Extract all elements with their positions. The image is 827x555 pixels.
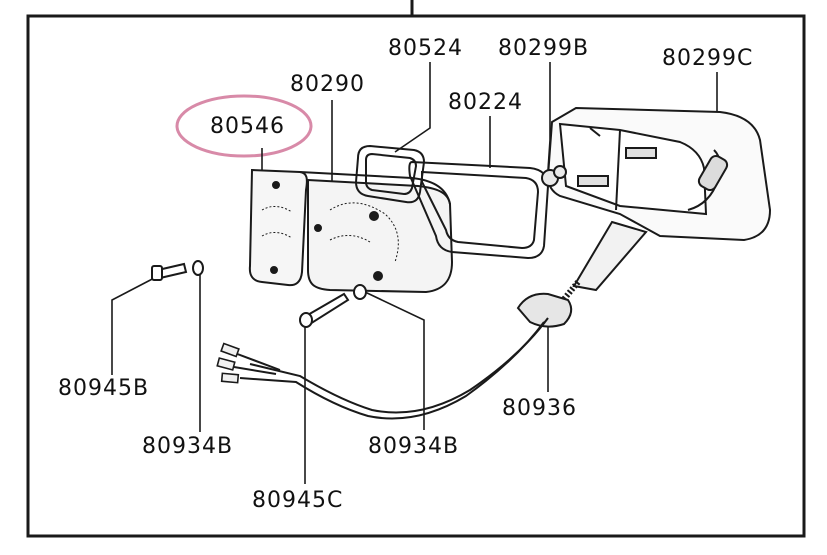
part-label-80524: 80524 [388, 36, 463, 61]
leader-80934B-right [364, 291, 425, 430]
washer-80934B-right [353, 284, 367, 300]
washer-80934B-left [192, 260, 204, 276]
part-label-80934B-right: 80934B [368, 434, 460, 459]
housing-80299C [546, 106, 772, 242]
stem-80936 [516, 220, 648, 328]
wire-terminals [216, 342, 240, 384]
part-label-80945B: 80945B [58, 376, 150, 401]
highlight-ellipse [175, 94, 313, 158]
part-label-80299B: 80299B [498, 36, 590, 61]
part-label-80290: 80290 [290, 72, 365, 97]
wire-harness [227, 317, 549, 420]
socket-80299B [541, 165, 567, 187]
part-label-80936: 80936 [502, 396, 577, 421]
screw-80945C [299, 292, 350, 328]
lens-80546 [248, 168, 308, 287]
lens-80290 [299, 171, 454, 294]
part-label-80945C: 80945C [252, 488, 344, 513]
part-label-80934B-left: 80934B [142, 434, 234, 459]
leader-80524 [394, 62, 431, 153]
part-label-80224: 80224 [448, 90, 523, 115]
part-label-80546: 80546 [210, 114, 285, 139]
gasket-80524 [354, 144, 426, 204]
part-label-80299C: 80299C [662, 46, 754, 71]
diagram-frame [26, 14, 806, 538]
screw-80945B [151, 262, 188, 281]
leader-80945B [111, 274, 161, 375]
